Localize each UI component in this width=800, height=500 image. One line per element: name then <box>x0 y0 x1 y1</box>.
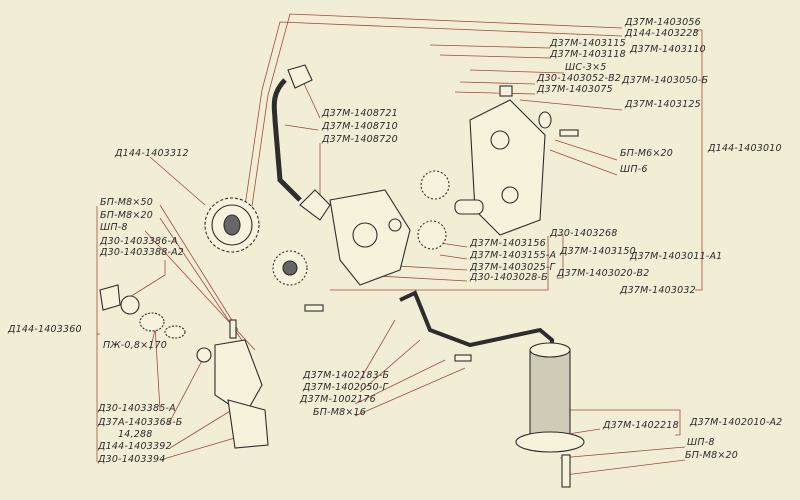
part-sketches <box>99 64 585 488</box>
part-label: БП-М8×20 <box>685 450 738 461</box>
part-label: Д37М-1408720 <box>322 134 398 145</box>
leader-lines <box>96 13 703 476</box>
part-label: Д37М-1403155-А <box>470 250 557 261</box>
part-label: БП-М8×50 <box>100 197 153 208</box>
part-label: Д37М-1403156 <box>470 238 546 249</box>
part-label: Д37М-1403032 <box>620 285 696 296</box>
part-label: Д37М-1403115 <box>550 38 626 49</box>
part-label: Д30-1403052-В2 <box>537 73 622 84</box>
part-label: Д37М-1408710 <box>322 121 398 132</box>
assembly-label: Д37М-1403050-Б <box>622 75 709 86</box>
assembly-label: Д37М-1403150 <box>560 246 636 257</box>
part-label: ШП-8 <box>100 222 128 233</box>
part-label: Д30-1403388-А2 <box>100 247 185 258</box>
assembly-label: Д37М-1403020-В2 <box>557 268 650 279</box>
part-label: Д30-1403394 <box>98 454 166 465</box>
assembly-label: Д144-1403360 <box>8 324 82 335</box>
part-label: Д37А-1403368-Б <box>98 417 183 428</box>
part-label: Д144-1403392 <box>98 441 172 452</box>
part-label: Д37М-1403118 <box>550 49 626 60</box>
part-label: Д37М-1002176 <box>300 394 376 405</box>
assembly-label: Д37М-1403011-А1 <box>630 251 723 262</box>
part-label: Д37М-1403075 <box>537 84 613 95</box>
part-label: Д37М-1402183-Б <box>303 370 390 381</box>
assembly-label: Д37М-1402010-А2 <box>690 417 783 428</box>
part-label: БП-М8×20 <box>100 210 153 221</box>
part-label: ШС-3×5 <box>565 62 607 73</box>
part-label: Д30-1403386-А <box>100 236 178 247</box>
part-label: ШП-6 <box>620 164 648 175</box>
part-label: Д37М-1403025-Г <box>470 262 555 273</box>
part-label: Д37М-1403056 <box>625 17 701 28</box>
part-label: 14,288 <box>118 429 153 440</box>
part-label: Д30-1403268 <box>550 228 618 239</box>
part-label: Д144-1403228 <box>625 28 699 39</box>
part-label: Д37М-1408721 <box>322 108 398 119</box>
assembly-label: Д37М-1403110 <box>630 44 706 55</box>
part-label: Д37М-1402050-Г <box>303 382 388 393</box>
part-label: Д37М-1403125 <box>625 99 701 110</box>
part-label: ШП-8 <box>687 437 715 448</box>
assembly-label: Д144-1403010 <box>708 143 782 154</box>
part-label: БП-М8×16 <box>313 407 366 418</box>
part-label: Д144-1403312 <box>115 148 189 159</box>
part-label: Д30-1403028-Б <box>470 272 548 283</box>
part-label: Д37М-1402218 <box>603 420 679 431</box>
part-label: БП-М6×20 <box>620 148 673 159</box>
part-label: ПЖ-0,8×170 <box>103 340 168 351</box>
part-label: Д30-1403385-А <box>98 403 176 414</box>
